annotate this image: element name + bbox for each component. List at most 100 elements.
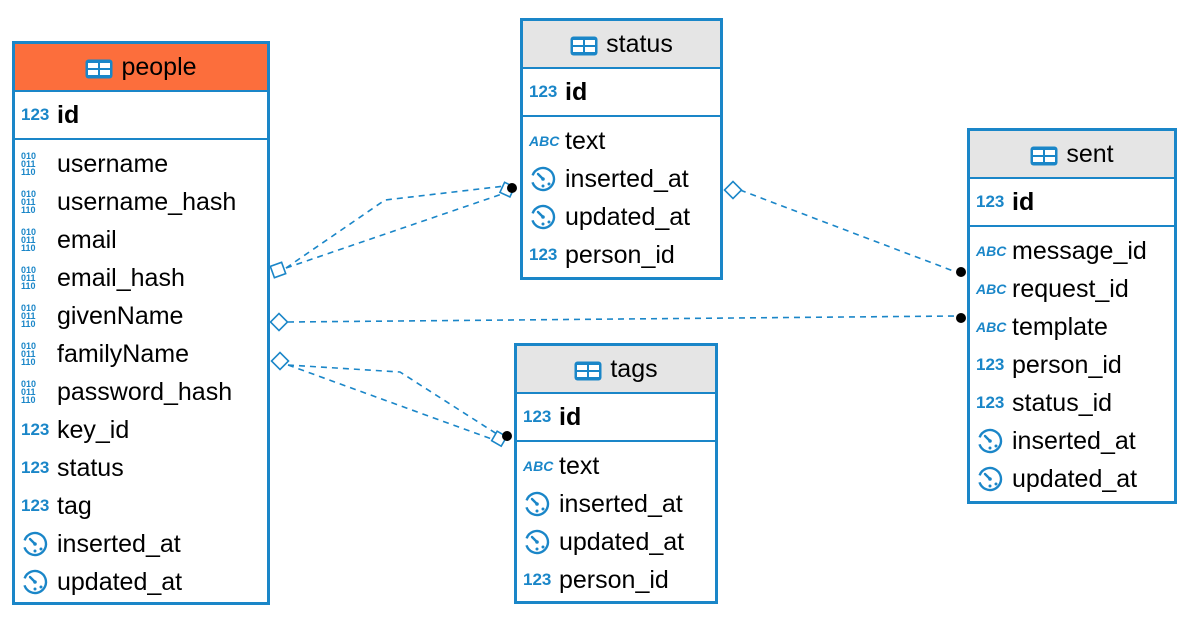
number-type-icon: 123 [21,105,50,124]
number-type-icon: 123 [523,570,552,589]
number-type-icon: 123 [976,192,1005,211]
timestamp-clock-icon [976,427,1010,455]
column-name: person_id [1012,350,1122,379]
relation-line-people-status-2 [285,192,506,269]
column-name: text [559,451,600,480]
column-name: updated_at [1012,464,1138,493]
column-name: email_hash [57,263,185,292]
column-name: status_id [1012,388,1113,417]
entity-name: tags [610,354,658,383]
primary-key-name: id [559,402,582,431]
entity-name: sent [1066,139,1114,168]
column-row[interactable]: ABC text [517,447,715,485]
entity-header[interactable]: tags [517,346,715,394]
column-name: updated_at [565,202,691,231]
relation-line-people-tags-1 [287,364,501,437]
number-type-icon: 123 [529,245,558,264]
timestamp-clock-icon [529,165,563,193]
table-icon [85,57,113,79]
column-row[interactable]: inserted_at [15,525,267,563]
column-row[interactable]: updated_at [15,563,267,601]
relation-dot-tags [502,431,512,441]
column-row[interactable]: ABC template [970,308,1174,346]
timestamp-clock-icon [21,530,55,558]
column-name: request_id [1012,274,1129,303]
relation-line-status-sent [739,189,957,273]
column-name: key_id [57,415,130,444]
text-type-icon: ABC [976,319,1007,335]
primary-key-name: id [565,77,588,106]
column-name: inserted_at [57,529,181,558]
column-row[interactable]: updated_at [517,523,715,561]
column-row[interactable]: ABC message_id [970,232,1174,270]
entity-header[interactable]: status [523,21,720,69]
column-name: text [565,126,606,155]
column-row[interactable]: 123 person_id [523,236,720,274]
number-type-icon: 123 [529,82,558,101]
timestamp-clock-icon [529,203,563,231]
entity-header[interactable]: sent [970,131,1174,179]
column-row[interactable]: inserted_at [517,485,715,523]
column-name: familyName [57,339,189,368]
primary-key-row[interactable]: 123 id [523,69,720,117]
column-name: message_id [1012,236,1147,265]
column-name: tag [57,491,92,520]
column-name: email [57,225,117,254]
relation-diamond-people-tags [270,351,290,371]
entity-header[interactable]: people [15,44,267,92]
table-icon [570,34,598,56]
relation-diamond-status-sent [723,180,743,200]
primary-key-name: id [1012,187,1035,216]
column-row[interactable]: updated_at [970,460,1174,498]
number-type-icon: 123 [21,458,50,477]
column-row[interactable]: updated_at [523,198,720,236]
primary-key-row[interactable]: 123 id [970,179,1174,227]
timestamp-clock-icon [523,528,557,556]
column-row[interactable]: 123 person_id [517,561,715,599]
text-type-icon: ABC [976,243,1007,259]
column-row[interactable]: inserted_at [970,422,1174,460]
column-row[interactable]: 123 status [15,449,267,487]
column-name: username_hash [57,187,237,216]
table-icon [1030,144,1058,166]
column-name: status [57,453,124,482]
column-name: template [1012,312,1108,341]
timestamp-clock-icon [21,568,55,596]
column-row[interactable]: inserted_at [523,160,720,198]
entity-name: status [606,29,673,58]
column-name: person_id [565,240,675,269]
column-name: inserted_at [565,164,689,193]
text-type-icon: ABC [523,458,554,474]
column-name: person_id [559,565,669,594]
relation-diamond-people-status [269,261,287,279]
